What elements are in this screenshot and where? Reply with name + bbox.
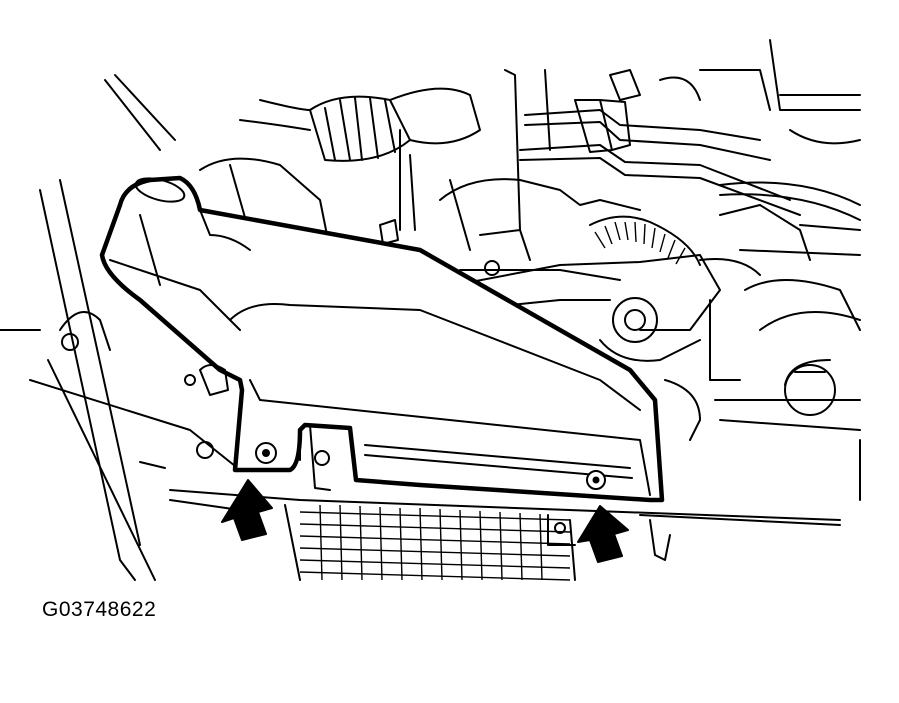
- intake-boot: [199, 87, 481, 251]
- radiator: [284, 504, 671, 581]
- figure-id-label: G03748622: [42, 598, 157, 621]
- arrow-left-icon: [221, 479, 273, 541]
- arrow-right-icon: [577, 505, 629, 563]
- fastener-right: [586, 470, 606, 490]
- wiring-harness: [379, 39, 861, 245]
- body-panels: [0, 74, 841, 581]
- engine-block: [439, 178, 861, 501]
- air-intake-duct: [99, 175, 665, 503]
- fastener-left: [255, 442, 277, 464]
